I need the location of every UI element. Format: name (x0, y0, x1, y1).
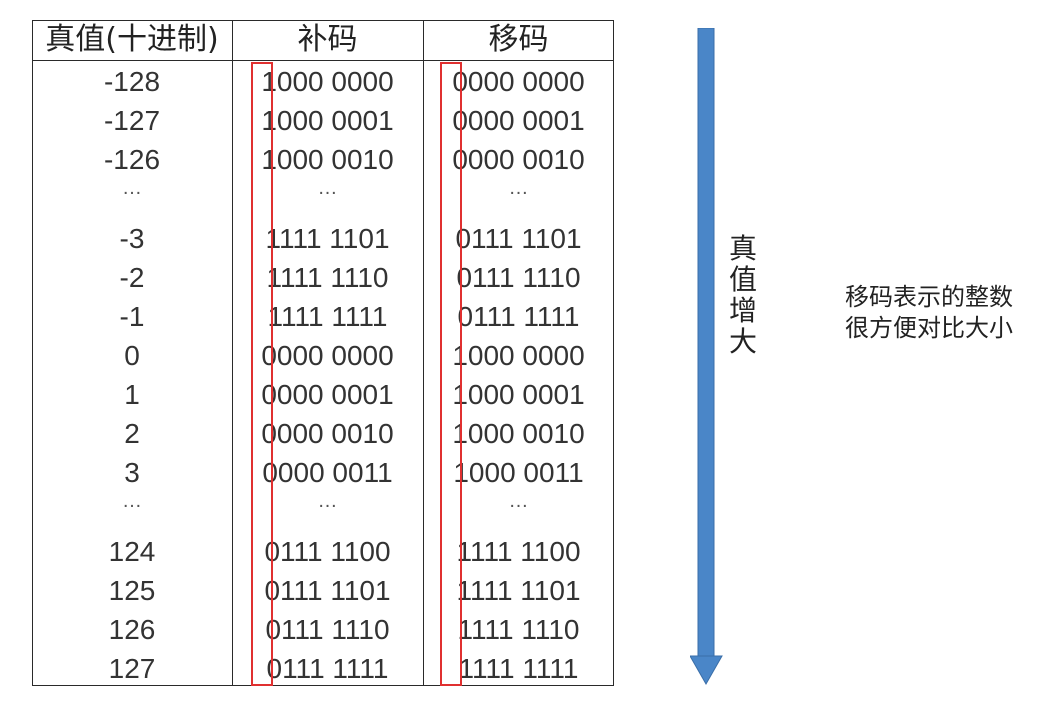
header-excess-code: 移码 (488, 22, 549, 57)
arrow-label-char: 增 (728, 294, 757, 327)
cell-excess-code: 1111 1101 (456, 575, 581, 606)
side-note-line: 很方便对比大小 (845, 314, 1013, 342)
cell-true-value: -126 (103, 144, 161, 175)
arrow-shaft (697, 28, 715, 659)
cell-excess-code: 0000 0010 (452, 144, 585, 175)
cell-true-value: 3 (124, 457, 140, 488)
cell-true-value: -2 (119, 262, 145, 293)
arrow-label-char: 真 (728, 232, 757, 265)
ellipsis-cell: … (508, 177, 529, 199)
header-twos-complement: 补码 (297, 22, 358, 57)
cell-twos-complement: 1111 1101 (265, 223, 390, 254)
cell-twos-complement: 1111 1111 (267, 301, 388, 332)
cell-excess-code: 1111 1100 (456, 536, 581, 567)
cell-excess-code: 1111 1110 (457, 614, 580, 645)
cell-true-value: -3 (119, 223, 145, 254)
ellipsis-cell: … (122, 490, 142, 512)
ellipsis-cell: … (508, 490, 529, 512)
cell-twos-complement: 0111 1111 (266, 653, 389, 684)
ellipsis-cell: … (317, 177, 338, 199)
down-arrow-icon (690, 28, 723, 686)
sign-bit-highlight-complement (251, 62, 273, 686)
cell-excess-code: 1000 0010 (452, 418, 585, 449)
cell-twos-complement: 1111 1110 (266, 262, 389, 293)
cell-twos-complement: 0000 0000 (261, 340, 394, 371)
arrow-head (690, 655, 723, 686)
cell-true-value: -1 (119, 301, 145, 332)
cell-twos-complement: 0111 1100 (264, 536, 391, 567)
cell-twos-complement: 0000 0001 (261, 379, 394, 410)
cell-excess-code: 1000 0001 (452, 379, 585, 410)
cell-true-value: 2 (124, 418, 140, 449)
cell-excess-code: 0000 0001 (452, 105, 585, 136)
arrow-label-char: 大 (728, 325, 757, 358)
header-true-value: 真值(十进制) (45, 22, 219, 57)
column-divider (232, 20, 233, 686)
cell-excess-code: 0111 1110 (456, 262, 581, 293)
cell-true-value: 124 (108, 536, 156, 567)
cell-excess-code: 1111 1111 (458, 653, 579, 684)
cell-true-value: 127 (108, 653, 156, 684)
ellipsis-cell: … (317, 490, 338, 512)
cell-excess-code: 1000 0011 (453, 457, 584, 488)
arrow-label-char: 值 (728, 263, 757, 296)
cell-excess-code: 0000 0000 (452, 66, 585, 97)
cell-true-value: -127 (103, 105, 161, 136)
side-note: 移码表示的整数 很方便对比大小 (845, 282, 1048, 344)
cell-twos-complement: 0111 1110 (265, 614, 390, 645)
side-note-line: 移码表示的整数 (845, 283, 1013, 311)
ellipsis-cell: … (122, 177, 142, 199)
cell-twos-complement: 1000 0000 (261, 66, 394, 97)
cell-twos-complement: 1000 0001 (261, 105, 394, 136)
cell-excess-code: 0111 1111 (457, 301, 580, 332)
cell-twos-complement: 1000 0010 (261, 144, 394, 175)
table-border (32, 20, 614, 686)
cell-true-value: 0 (124, 340, 140, 371)
cell-excess-code: 0111 1101 (455, 223, 582, 254)
cell-twos-complement: 0111 1101 (264, 575, 391, 606)
cell-true-value: 125 (108, 575, 156, 606)
sign-bit-highlight-excess (440, 62, 462, 686)
arrow-label: 真 值 增 大 (726, 233, 760, 357)
cell-excess-code: 1000 0000 (452, 340, 585, 371)
header-divider (32, 60, 614, 61)
cell-twos-complement: 0000 0010 (261, 418, 394, 449)
cell-true-value: -128 (103, 66, 161, 97)
cell-twos-complement: 0000 0011 (262, 457, 393, 488)
cell-true-value: 126 (108, 614, 156, 645)
column-divider (423, 20, 424, 686)
cell-true-value: 1 (124, 379, 140, 410)
